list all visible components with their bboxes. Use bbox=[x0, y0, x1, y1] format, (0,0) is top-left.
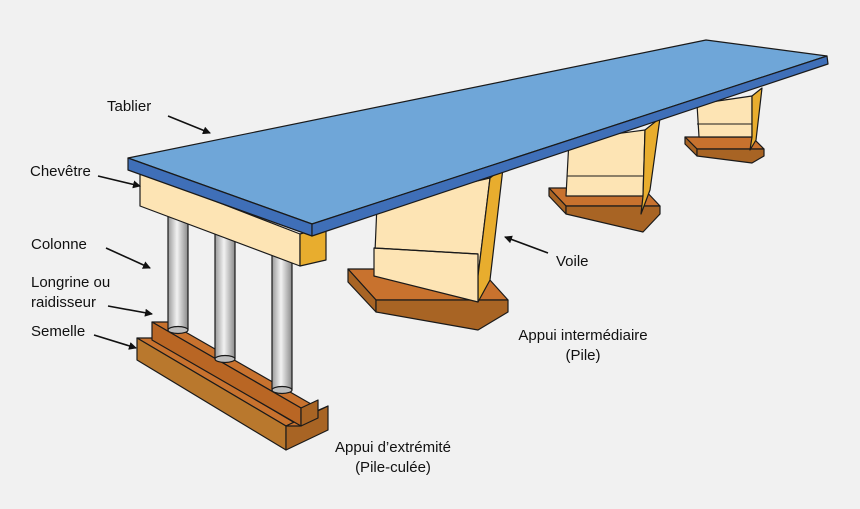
arrow-tablier bbox=[167, 115, 211, 135]
arrow-chevetre bbox=[97, 175, 141, 189]
label-longrine-line1: Longrine ou bbox=[31, 274, 111, 291]
tablier bbox=[127, 39, 829, 237]
deck-side-edge bbox=[311, 55, 829, 237]
label-semelle: Semelle bbox=[31, 323, 86, 340]
column-2 bbox=[214, 221, 236, 360]
arrow-colonne bbox=[105, 247, 151, 269]
label-appui-extremite-line2: (Pile-culée) bbox=[355, 459, 431, 476]
leader-arrows bbox=[93, 115, 549, 350]
label-chevetre: Chevêtre bbox=[30, 163, 91, 180]
pier-far-footing-side bbox=[696, 148, 765, 164]
abutment-base bbox=[136, 321, 329, 451]
label-appui-intermediaire-line1: Appui intermédiaire bbox=[518, 327, 648, 344]
longrine-end bbox=[300, 399, 319, 427]
label-appui-extremite-line1: Appui d’extrémité bbox=[335, 439, 451, 456]
chevetre bbox=[139, 171, 327, 267]
pier-far-wall-side bbox=[749, 87, 763, 151]
arrow-semelle bbox=[93, 334, 137, 350]
label-tablier: Tablier bbox=[107, 98, 152, 115]
label-colonne: Colonne bbox=[31, 236, 87, 253]
pier-far bbox=[684, 87, 765, 164]
pier-middle-footing-side bbox=[565, 205, 661, 233]
label-longrine-line2: raidisseur bbox=[31, 294, 97, 311]
arrow-longrine bbox=[107, 305, 153, 317]
arrow-voile bbox=[504, 235, 549, 254]
pier-near-footing-side bbox=[375, 299, 509, 331]
pier-middle bbox=[548, 117, 661, 233]
label-appui-intermediaire-line2: (Pile) bbox=[565, 347, 601, 364]
column-1 bbox=[167, 205, 189, 331]
label-voile: Voile bbox=[556, 253, 589, 270]
